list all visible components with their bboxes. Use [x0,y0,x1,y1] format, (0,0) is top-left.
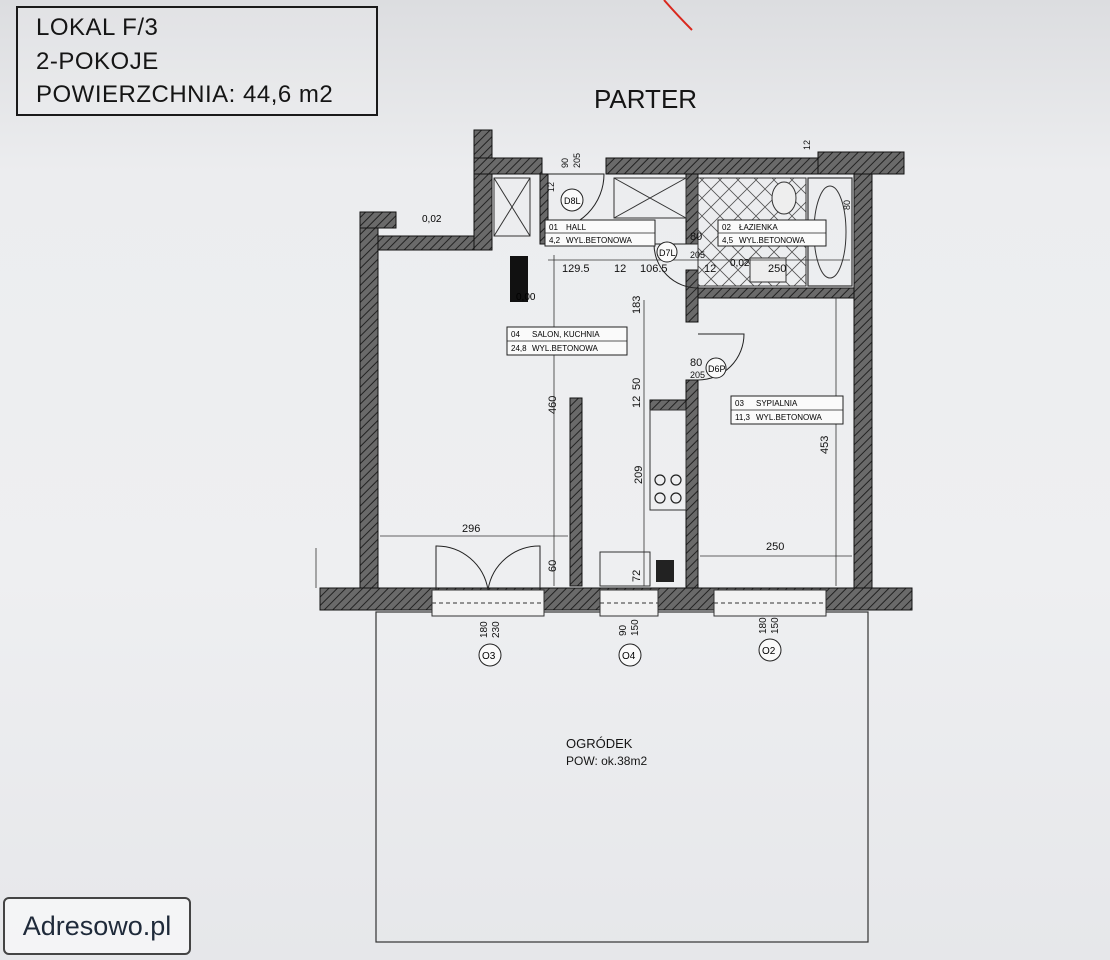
toilet [771,181,797,215]
svg-text:4,5: 4,5 [722,236,734,245]
fridge [656,560,674,582]
area-label: POWIERZCHNIA: 44,6 m2 [36,81,334,108]
svg-text:50: 50 [631,378,643,390]
svg-text:SALON, KUCHNIA: SALON, KUCHNIA [532,330,600,339]
level-mark-bath: 0,02 [730,258,750,269]
svg-text:183: 183 [631,296,643,314]
level-mark-salon: 0,00 [516,292,536,303]
svg-text:150: 150 [630,619,641,636]
level-mark-entry: 0,02 [422,214,442,225]
kitchen-counter [649,409,687,511]
window-tags [478,638,782,667]
room-label-lazienka: 02 ŁAZIENKA 4,5 WYL.BETONOWA [717,219,827,247]
door-tag-d7l: D7L [659,248,676,258]
svg-text:205: 205 [572,153,582,168]
installation-shafts [493,177,687,237]
unit-info-box: LOKAL F/3 2-POKOJE POWIERZCHNIA: 44,6 m2 [16,6,378,116]
svg-text:129.5: 129.5 [562,263,590,275]
svg-text:72: 72 [631,570,643,582]
rooms-count-label: 2-POKOJE [36,48,159,75]
unit-label: LOKAL F/3 [36,14,159,41]
svg-text:180: 180 [479,621,490,638]
red-pen-mark [663,0,693,31]
svg-text:12: 12 [614,263,626,275]
svg-text:04: 04 [511,330,520,339]
svg-text:80: 80 [690,231,702,243]
svg-text:12: 12 [546,182,556,192]
dimension-texts: 129.5 12 106.5 12 296 250 250 183 460 20… [462,140,852,582]
svg-text:60: 60 [547,560,559,572]
watermark-logo: Adresowo.pl [3,897,191,955]
floor-label: PARTER [594,84,698,114]
svg-text:209: 209 [633,466,645,484]
svg-text:250: 250 [766,541,784,553]
svg-text:250: 250 [768,263,786,275]
svg-text:02: 02 [722,223,731,232]
svg-text:WYL.BETONOWA: WYL.BETONOWA [739,236,805,245]
svg-text:24,8: 24,8 [511,344,527,353]
svg-text:90: 90 [560,158,570,168]
exterior-walls [319,129,913,611]
dimension-lines [315,255,852,588]
svg-text:WYL.BETONOWA: WYL.BETONOWA [756,413,822,422]
svg-text:180: 180 [758,617,769,634]
svg-text:80: 80 [842,200,852,210]
svg-text:ŁAZIENKA: ŁAZIENKA [739,223,778,232]
cooktop [654,474,682,504]
garden-area: POW: ok.38m2 [566,754,647,768]
window-dims: 180 230 90 150 180 150 [479,617,781,638]
svg-text:460: 460 [547,396,559,414]
svg-text:11,3: 11,3 [735,413,751,422]
column [510,256,528,302]
window-tag-o3: O3 [482,651,496,662]
room-label-salon: 04 SALON, KUCHNIA 24,8 WYL.BETONOWA [506,326,628,356]
svg-text:453: 453 [819,436,831,454]
door-tag-d6p: D6P [708,364,726,374]
garden-name: OGRÓDEK [566,736,633,751]
room-label-hall: 01 HALL 4,2 WYL.BETONOWA [544,219,656,247]
kitchen-sink [599,551,651,587]
svg-text:WYL.BETONOWA: WYL.BETONOWA [566,236,632,245]
svg-text:12: 12 [704,263,716,275]
balcony-door-swing [435,545,541,591]
svg-text:HALL: HALL [566,223,587,232]
svg-text:80: 80 [690,357,702,369]
svg-text:205: 205 [690,250,705,260]
window-tag-o2: O2 [762,646,776,657]
svg-text:106.5: 106.5 [640,263,668,275]
svg-text:296: 296 [462,523,480,535]
svg-text:90: 90 [618,624,629,636]
svg-text:12: 12 [802,140,812,150]
svg-text:SYPIALNIA: SYPIALNIA [756,399,798,408]
door-tag-d8l: D8L [564,196,581,206]
window-tag-o4: O4 [622,651,636,662]
door-tags [560,188,727,379]
svg-text:01: 01 [549,223,558,232]
svg-text:230: 230 [491,621,502,638]
svg-text:150: 150 [770,617,781,634]
svg-text:03: 03 [735,399,744,408]
washbasin [749,257,787,283]
svg-text:205: 205 [690,370,705,380]
svg-text:4,2: 4,2 [549,236,561,245]
room-label-sypialnia: 03 SYPIALNIA 11,3 WYL.BETONOWA [730,395,844,425]
svg-text:12: 12 [631,396,643,408]
svg-text:WYL.BETONOWA: WYL.BETONOWA [532,344,598,353]
